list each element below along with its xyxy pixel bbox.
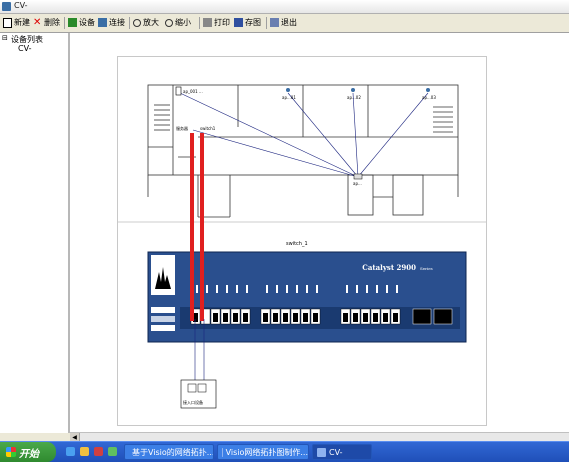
delete-icon: ✕ bbox=[33, 17, 42, 28]
window-title: CV- bbox=[14, 1, 28, 10]
wireless-links bbox=[179, 92, 429, 178]
switch-brand: Catalyst 2900 bbox=[362, 263, 416, 272]
title-bar: CV- bbox=[0, 0, 569, 14]
start-button[interactable]: 开始 bbox=[0, 442, 56, 462]
desktop-icon[interactable] bbox=[108, 447, 117, 456]
uplink-module bbox=[433, 308, 453, 325]
center-ap-icon bbox=[353, 173, 363, 180]
toolbar-separator bbox=[199, 17, 200, 29]
zoom-in-button[interactable]: 放大 bbox=[133, 16, 159, 29]
zoom-out-icon bbox=[165, 18, 173, 27]
print-icon bbox=[203, 18, 212, 27]
taskbar: 开始 基于Visio的网络拓扑... Visio网络拓扑图制作... CV- bbox=[0, 441, 569, 462]
folder-icon[interactable] bbox=[80, 447, 89, 456]
port-inner bbox=[193, 313, 398, 322]
app-icon bbox=[317, 447, 326, 457]
center-ap-label: ap... bbox=[353, 181, 362, 186]
delete-button[interactable]: ✕ 删除 bbox=[33, 17, 60, 28]
scroll-left-icon[interactable]: ◀ bbox=[70, 433, 80, 442]
new-icon bbox=[3, 17, 12, 28]
task-item-cv[interactable]: CV- bbox=[312, 444, 372, 460]
tree-expand-icon[interactable]: ⊟ bbox=[2, 34, 8, 42]
access-points: ap_001 ... ap...01 ap...02 ap...03 ap...… bbox=[175, 86, 436, 186]
device-tree: ⊟ 设备列表 CV- bbox=[0, 33, 70, 433]
link-icon bbox=[98, 18, 107, 27]
document-icon bbox=[222, 447, 223, 457]
ap-label: ap...03 bbox=[422, 95, 436, 100]
server-label: 服务器 bbox=[176, 125, 188, 131]
task-item-document-2[interactable]: Visio网络拓扑图制作... bbox=[217, 444, 309, 460]
switch-label: switch_1 bbox=[286, 241, 308, 247]
tree-item-cv[interactable]: CV- bbox=[18, 44, 32, 53]
zoom-in-icon bbox=[133, 18, 141, 27]
fiber-uplinks bbox=[190, 133, 204, 321]
ie-icon[interactable] bbox=[66, 447, 75, 456]
uplink-module bbox=[412, 308, 432, 325]
toolbar-separator bbox=[129, 17, 130, 29]
ap-label: ap...02 bbox=[347, 95, 361, 100]
access-device-label: 接入口设备 bbox=[183, 399, 203, 405]
access-links bbox=[194, 319, 205, 382]
ap-label: ap...01 bbox=[282, 95, 296, 100]
media-icon[interactable] bbox=[94, 447, 103, 456]
cisco-logo-icon bbox=[155, 267, 171, 289]
toolbar: 新建 ✕ 删除 设备 连接 放大 缩小 打印 存图 退出 bbox=[0, 14, 569, 33]
drawing-canvas[interactable]: ap_001 ... ap...01 ap...02 ap...03 ap...… bbox=[70, 33, 569, 433]
ap-icon bbox=[175, 86, 182, 96]
switch-series: Series bbox=[420, 266, 433, 271]
device-button[interactable]: 设备 bbox=[68, 16, 95, 29]
drawing-page: ap_001 ... ap...01 ap...02 ap...03 ap...… bbox=[117, 56, 487, 426]
tree-root[interactable]: 设备列表 bbox=[11, 35, 43, 44]
new-button[interactable]: 新建 bbox=[3, 16, 30, 29]
ap-icon bbox=[286, 88, 290, 92]
ap-icon bbox=[426, 88, 430, 92]
link-button[interactable]: 连接 bbox=[98, 16, 125, 29]
windows-logo-icon bbox=[6, 447, 16, 457]
small-switch-label: switch1 bbox=[200, 126, 216, 131]
app-icon bbox=[2, 2, 11, 11]
task-item-document-1[interactable]: 基于Visio的网络拓扑... bbox=[124, 444, 214, 460]
switch-chassis: Catalyst 2900 Series bbox=[147, 251, 467, 343]
print-button[interactable]: 打印 bbox=[203, 16, 230, 29]
zoom-out-button[interactable]: 缩小 bbox=[165, 16, 191, 29]
exit-button[interactable]: 退出 bbox=[270, 16, 297, 29]
ap-label: ap_001 ... bbox=[183, 89, 203, 94]
save-button[interactable]: 存图 bbox=[234, 16, 261, 29]
exit-icon bbox=[270, 18, 279, 27]
save-icon bbox=[234, 18, 243, 27]
device-icon bbox=[68, 18, 77, 27]
ap-icon bbox=[351, 88, 355, 92]
horizontal-scrollbar[interactable]: ◀ bbox=[70, 432, 569, 442]
toolbar-separator bbox=[64, 17, 65, 29]
network-diagram: ap_001 ... ap...01 ap...02 ap...03 ap...… bbox=[118, 84, 486, 409]
floor-plan bbox=[147, 84, 459, 218]
port-leds bbox=[196, 285, 398, 293]
toolbar-separator bbox=[266, 17, 267, 29]
